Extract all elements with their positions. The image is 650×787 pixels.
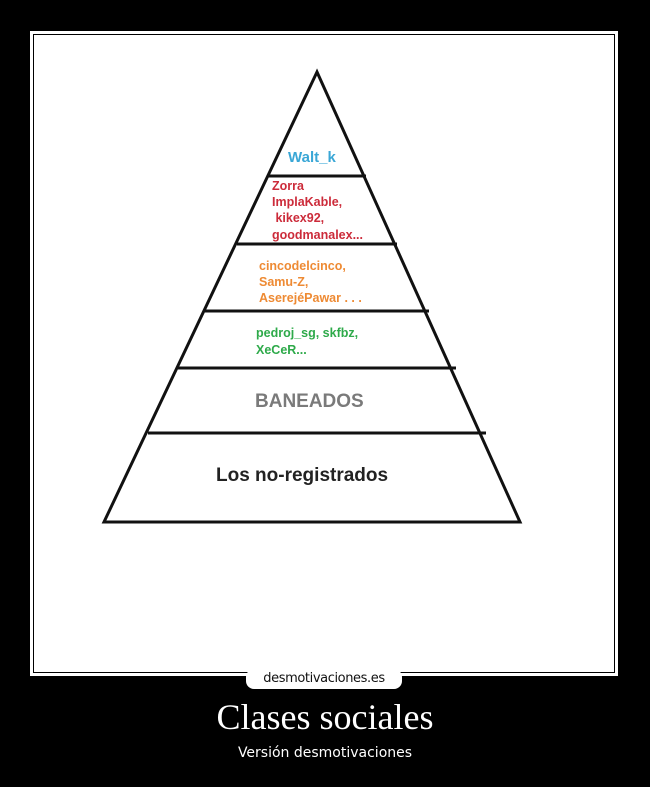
tier-2-label: ImplaKable, [272, 195, 342, 209]
tier-4-label: pedroj_sg, skfbz, [256, 326, 358, 340]
poster-frame [30, 31, 618, 676]
tier-3-label: Samu-Z, [259, 275, 308, 289]
tier-2-label: goodmanalex... [272, 228, 363, 242]
tier-2-label: Zorra [272, 179, 305, 193]
tier-6-label: Los no-registrados [216, 465, 388, 486]
site-watermark: desmotivaciones.es [246, 669, 402, 689]
poster-title: Clases sociales [216, 697, 434, 737]
tier-2-label: kikex92, [272, 211, 324, 225]
tier-5-label: BANEADOS [255, 391, 364, 412]
pyramid-outline [101, 68, 523, 524]
poster-subtitle: Versión desmotivaciones [237, 745, 413, 761]
tier-1-label: Walt_k [288, 149, 336, 166]
tier-4-label: XeCeR... [256, 343, 307, 357]
tier-3-label: cincodelcinco, [259, 259, 346, 273]
tier-3-label: AserejéPawar . . . [259, 291, 362, 305]
